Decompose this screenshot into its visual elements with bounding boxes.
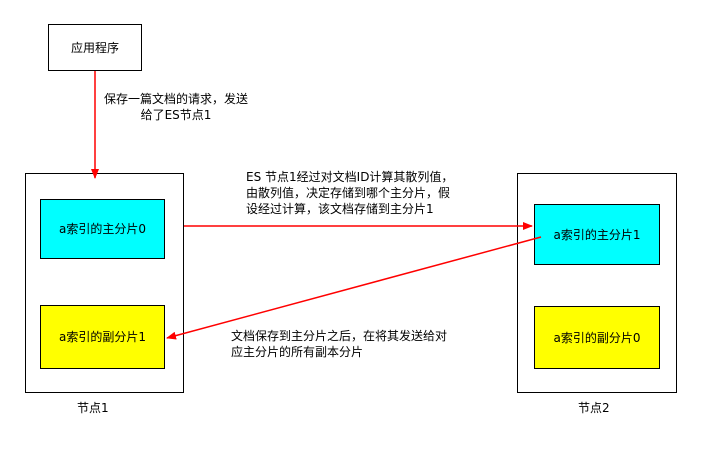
- node1-primary-shard-label: a索引的主分片0: [59, 222, 146, 236]
- node1-replica-shard: a索引的副分片1: [40, 305, 165, 369]
- routing-note-line2: 由散列值，决定存储到哪个主分片，假: [246, 186, 451, 200]
- routing-note-line3: 设经过计算，该文档存储到主分片1: [246, 202, 434, 216]
- node2-primary-shard: a索引的主分片1: [534, 204, 660, 265]
- request-note: 保存一篇文档的请求，发送 给了ES节点1: [104, 91, 248, 123]
- replicate-note: 文档保存到主分片之后，在将其发送给对 应主分片的所有副本分片: [231, 328, 447, 360]
- replicate-note-line1: 文档保存到主分片之后，在将其发送给对: [231, 329, 448, 343]
- routing-note: ES 节点1经过对文档ID计算其散列值， 由散列值，决定存储到哪个主分片，假 设…: [246, 169, 453, 217]
- request-note-line2: 给了ES节点1: [140, 108, 212, 122]
- node2-label: 节点2: [578, 401, 610, 415]
- node1-primary-shard: a索引的主分片0: [40, 199, 165, 259]
- node2-replica-shard-label: a索引的副分片0: [553, 330, 641, 345]
- node2-primary-shard-label: a索引的主分片1: [553, 227, 641, 242]
- application-label: 应用程序: [70, 41, 119, 55]
- node1-label: 节点1: [77, 401, 109, 415]
- request-note-line1: 保存一篇文档的请求，发送: [104, 92, 249, 106]
- application-box: 应用程序: [48, 24, 142, 71]
- routing-note-line1: ES 节点1经过对文档ID计算其散列值，: [246, 170, 454, 184]
- replicate-note-line2: 应主分片的所有副本分片: [231, 345, 364, 359]
- replicate-arrow: [166, 236, 542, 340]
- node1-replica-shard-label: a索引的副分片1: [59, 330, 146, 344]
- node2-replica-shard: a索引的副分片0: [534, 306, 660, 369]
